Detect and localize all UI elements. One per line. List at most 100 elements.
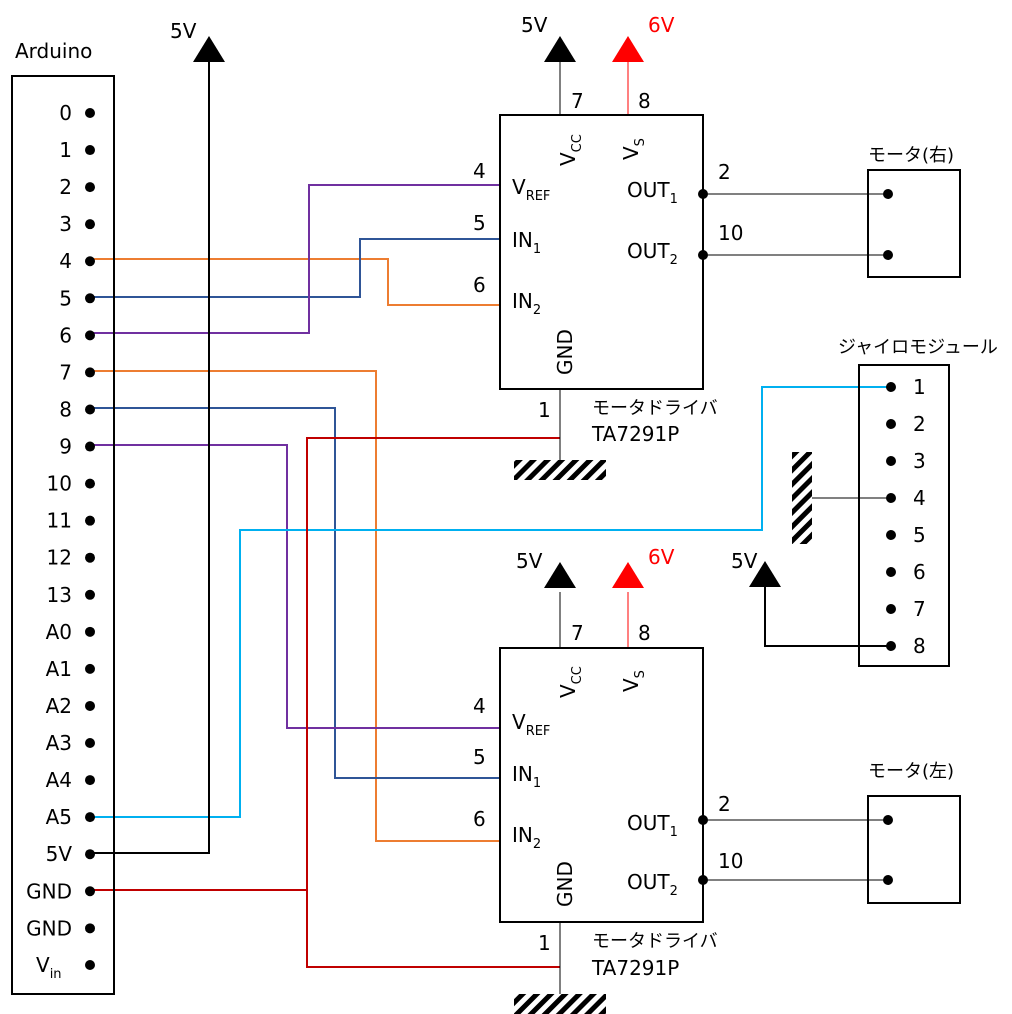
power-5v-driver2: 5V: [516, 549, 576, 588]
power-5v-driver1: 5V: [521, 13, 576, 62]
svg-text:VS: VS: [619, 138, 648, 160]
arduino-pin-dot: [85, 849, 95, 860]
motor-left: モータ(左): [867, 761, 961, 904]
svg-text:10: 10: [718, 849, 743, 873]
arduino-pin-dot: [85, 182, 95, 193]
arduino-pin-dot: [85, 923, 95, 934]
arduino-pin-label: 1: [59, 138, 72, 162]
svg-text:VS: VS: [619, 670, 648, 692]
arduino-pin-dot: [85, 626, 95, 637]
svg-text:4: 4: [473, 694, 486, 718]
gyro-pin-dot: [886, 641, 896, 651]
svg-text:5: 5: [473, 211, 486, 235]
svg-text:6: 6: [473, 273, 486, 297]
gyro-pin-label: 3: [913, 449, 926, 473]
power-5v-main: 5V: [170, 19, 225, 62]
svg-text:5: 5: [473, 745, 486, 769]
gyro-pin-dot: [886, 530, 896, 540]
svg-text:VCC: VCC: [556, 666, 585, 698]
arduino-pin-label: GND: [26, 916, 72, 940]
svg-text:IN1: IN1: [512, 762, 541, 791]
arduino-pin-dot: [85, 404, 95, 415]
svg-text:TA7291P: TA7291P: [591, 422, 679, 446]
arduino-pin-label: A5: [46, 805, 72, 829]
svg-text:OUT1: OUT1: [627, 811, 678, 840]
arduino-pin-label: 2: [59, 175, 72, 199]
arduino-pin-dot: [85, 293, 95, 304]
svg-text:GND: GND: [553, 329, 577, 375]
wire-pin8-in1-bottom: [90, 407, 500, 779]
arduino-pin-label: A2: [46, 694, 72, 718]
gyro-pin-dot: [886, 493, 896, 503]
arduino-pin-label: 5: [59, 286, 72, 310]
arduino-pin-label: 3: [59, 212, 72, 236]
svg-text:モータ(左): モータ(左): [868, 761, 954, 782]
svg-text:7: 7: [571, 89, 584, 113]
gyro-pin-label: 1: [913, 375, 926, 399]
arduino-pin-dot: [85, 812, 95, 823]
arduino-pin-label: 6: [59, 323, 72, 347]
arduino-pin-dot: [85, 886, 95, 897]
wire-pin5-in1-top: [90, 238, 500, 298]
motor-driver-top: 7 8 VCC VS 4 VREF 5 IN1 6 IN2 OUT1 OUT2 …: [473, 89, 743, 480]
svg-text:5V: 5V: [170, 19, 197, 43]
svg-text:IN2: IN2: [512, 289, 541, 318]
arduino-pin-dot: [85, 219, 95, 230]
gyro-pin-dot: [886, 567, 896, 577]
svg-text:モータドライバ: モータドライバ: [592, 398, 718, 419]
arduino-pin-label: A0: [46, 620, 72, 644]
arduino-pin-dot: [85, 367, 95, 378]
arduino-pin-label: 13: [47, 583, 72, 607]
gyro-pin-dot: [886, 382, 896, 392]
gyro-pin-dot: [886, 419, 896, 429]
arduino-pin-label: 9: [59, 435, 72, 459]
gyro-pin-label: 5: [913, 523, 926, 547]
gyro-pin-label: 6: [913, 560, 926, 584]
ground-hatch: [514, 994, 606, 1014]
arduino-pin-dot: [85, 145, 95, 156]
svg-text:5V: 5V: [521, 13, 548, 37]
arduino-pin-dot: [85, 700, 95, 711]
svg-text:6: 6: [473, 807, 486, 831]
arduino-pin-label: 8: [59, 397, 72, 421]
motor-right: モータ(右): [867, 145, 961, 278]
power-6v-driver1: 6V: [612, 13, 675, 62]
wire-gyro-pin8-5v: [764, 585, 891, 647]
arduino-title: Arduino: [15, 39, 92, 63]
arduino-pin-dot: [85, 589, 95, 600]
svg-text:2: 2: [718, 160, 731, 184]
wire-pin6-vref-top: [90, 184, 500, 334]
arduino-pin-label: 5V: [46, 842, 73, 866]
arduino-pin-dot: [85, 775, 95, 786]
svg-text:5V: 5V: [731, 549, 758, 573]
svg-text:VREF: VREF: [512, 175, 550, 204]
arduino-pin-vin: Vin: [36, 953, 62, 982]
ground-hatch: [514, 460, 606, 480]
svg-text:OUT2: OUT2: [627, 239, 678, 268]
svg-text:VREF: VREF: [512, 710, 550, 739]
wire-gnd-driver2: [306, 890, 560, 968]
arduino-pin-dot: [85, 552, 95, 563]
gyro-pin-dot: [886, 604, 896, 614]
svg-text:IN1: IN1: [512, 228, 541, 257]
svg-text:モータ(右): モータ(右): [868, 145, 954, 166]
svg-text:VCC: VCC: [556, 134, 585, 166]
svg-text:GND: GND: [553, 861, 577, 907]
svg-text:4: 4: [473, 159, 486, 183]
ground-hatch-gyro: [792, 452, 812, 544]
wire-pin7-in2-bottom: [90, 370, 500, 842]
arduino-pin-label: 10: [47, 472, 72, 496]
svg-text:10: 10: [718, 221, 743, 245]
arduino-pin-dot: [85, 256, 95, 267]
svg-text:1: 1: [538, 398, 551, 422]
svg-text:1: 1: [538, 931, 551, 955]
arduino-pin-label: A4: [46, 768, 72, 792]
svg-text:ジャイロモジュール: ジャイロモジュール: [838, 337, 998, 358]
svg-text:8: 8: [638, 621, 651, 645]
svg-text:6V: 6V: [648, 13, 675, 37]
arduino-pin-label: GND: [26, 879, 72, 903]
arduino-pin-dot: [85, 478, 95, 489]
arduino-pin-label: A3: [46, 731, 72, 755]
